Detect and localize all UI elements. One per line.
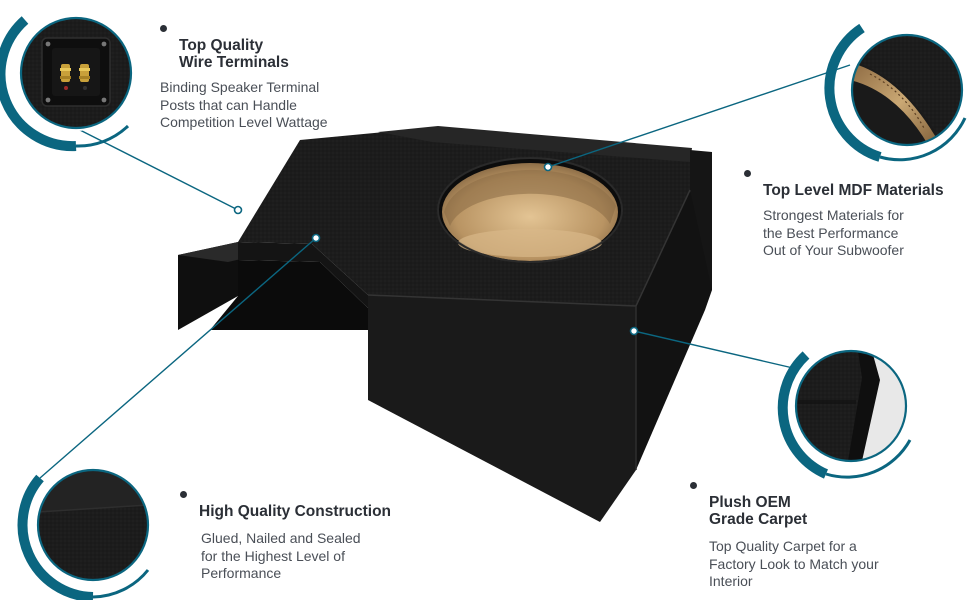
callout-dot-icon xyxy=(233,205,243,215)
feature-wire-terminals: Top Quality Wire Terminals Binding Speak… xyxy=(160,20,400,132)
feature-description: Top Quality Carpet for a Factory Look to… xyxy=(709,538,879,589)
accent-arc-thin xyxy=(75,124,130,148)
detail-circle-terminals xyxy=(0,15,134,152)
accent-arc-thin xyxy=(879,117,967,162)
feature-description: Binding Speaker Terminal Posts that can … xyxy=(160,79,328,130)
callout-dot-icon xyxy=(629,326,639,336)
box-left-front-edge xyxy=(178,242,238,330)
box-notch-inner xyxy=(238,242,368,308)
callout-line-mdf xyxy=(547,64,851,168)
box-front-face xyxy=(368,295,636,522)
feature-title: High Quality Construction xyxy=(180,486,440,520)
feature-description: Glued, Nailed and Sealed for the Highest… xyxy=(201,530,361,581)
bullet-dot-icon xyxy=(690,482,697,489)
feature-construction: High Quality Construction Glued, Nailed … xyxy=(180,486,440,583)
accent-arc xyxy=(824,23,882,162)
bullet-dot-icon xyxy=(160,25,167,32)
callout-line-terminals xyxy=(75,127,239,211)
box-right-face xyxy=(636,190,712,470)
bullet-dot-icon xyxy=(180,491,187,498)
accent-arc-thin xyxy=(825,439,912,479)
bullet-dot-icon xyxy=(744,170,751,177)
accent-arc xyxy=(0,16,77,152)
subwoofer-box xyxy=(178,126,712,522)
feature-title: Top Level MDF Materials xyxy=(744,165,968,199)
feature-oem-carpet: Plush OEM Grade Carpet Top Quality Carpe… xyxy=(690,477,930,591)
accent-arc xyxy=(777,351,829,479)
feature-title-text: Plush OEM Grade Carpet xyxy=(709,494,808,528)
feature-description: Strongest Materials for the Best Perform… xyxy=(763,207,904,258)
box-top-ridge xyxy=(378,126,692,162)
binding-post-icon xyxy=(79,64,90,82)
box-notch-shadow xyxy=(210,260,368,330)
callout-dot-icon xyxy=(311,233,321,243)
feature-title: Plush OEM Grade Carpet xyxy=(690,477,930,528)
accent-arc-thin xyxy=(92,569,150,599)
callout-lines xyxy=(39,64,851,479)
feature-title-text: Top Level MDF Materials xyxy=(763,182,944,199)
feature-title-text: Top Quality Wire Terminals xyxy=(179,37,289,71)
feature-title: Top Quality Wire Terminals xyxy=(160,20,400,71)
callout-dots xyxy=(233,162,639,336)
subwoofer-opening xyxy=(437,157,623,263)
feature-mdf-materials: Top Level MDF Materials Strongest Materi… xyxy=(744,165,968,260)
detail-circle-mdf xyxy=(824,23,967,162)
binding-post-icon xyxy=(60,64,71,82)
accent-arc xyxy=(17,474,94,600)
feature-title-text: High Quality Construction xyxy=(199,503,392,520)
callout-line-carpet xyxy=(633,330,794,369)
callout-line-construction xyxy=(39,237,317,479)
callout-dot-icon xyxy=(543,162,553,172)
detail-circle-construction xyxy=(17,467,151,600)
detail-circle-carpet xyxy=(777,348,912,479)
